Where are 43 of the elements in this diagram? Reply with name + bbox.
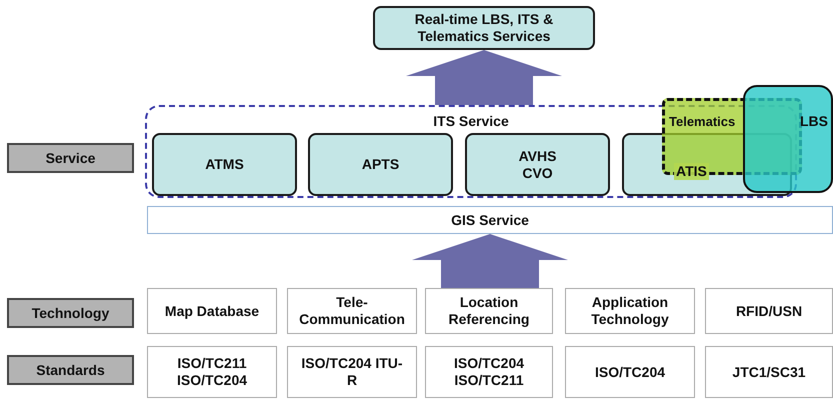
block-arrow xyxy=(406,50,562,105)
box-label: Application Technology xyxy=(590,294,670,328)
layer-label-text: Standards xyxy=(36,362,105,378)
service-box xyxy=(465,133,610,196)
service-box xyxy=(152,133,297,196)
standard-box xyxy=(287,346,417,398)
block-arrow xyxy=(412,234,568,288)
box-label: JTC1/SC31 xyxy=(731,364,807,380)
service-box xyxy=(373,6,595,50)
group-title: Telematics xyxy=(669,113,736,130)
standard-box xyxy=(705,346,833,398)
box-label: ISO/TC204 ITU-R xyxy=(300,355,404,389)
box-label: LBS xyxy=(800,113,828,130)
group-title: ITS Service xyxy=(433,113,509,130)
box-label: APTS xyxy=(360,156,400,173)
technology-box xyxy=(147,288,277,334)
technology-box xyxy=(565,288,695,334)
technology-box xyxy=(705,288,833,334)
box-label: Location Referencing xyxy=(448,294,530,328)
service-box xyxy=(308,133,453,196)
box-label: RFID/USN xyxy=(734,302,804,320)
layer-label-text: Service xyxy=(46,150,96,166)
box-label: Map Database xyxy=(164,302,260,320)
base-layer-bar xyxy=(147,206,833,234)
box-label: Tele- Communication xyxy=(298,294,406,328)
standard-box xyxy=(147,346,277,398)
layer-label xyxy=(7,143,134,173)
box-label: GIS Service xyxy=(451,212,529,228)
box-label: ISO/TC204 ISO/TC211 xyxy=(452,355,526,389)
technology-box xyxy=(425,288,553,334)
overlay-box xyxy=(743,85,833,193)
box-label: ISO/TC204 xyxy=(594,364,666,380)
layer-label xyxy=(7,298,134,328)
box-label: ATMS xyxy=(204,156,245,173)
standard-box xyxy=(425,346,553,398)
standard-box xyxy=(565,346,695,398)
box-label: Real-time LBS, ITS & Telematics Services xyxy=(414,11,554,45)
layer-label-text: Technology xyxy=(32,304,110,322)
layer-label xyxy=(7,355,134,385)
technology-box xyxy=(287,288,417,334)
box-label: AVHS CVO xyxy=(518,148,558,182)
box-label: ISO/TC211 ISO/TC204 xyxy=(176,355,248,389)
box-label: ATIS xyxy=(674,163,709,180)
